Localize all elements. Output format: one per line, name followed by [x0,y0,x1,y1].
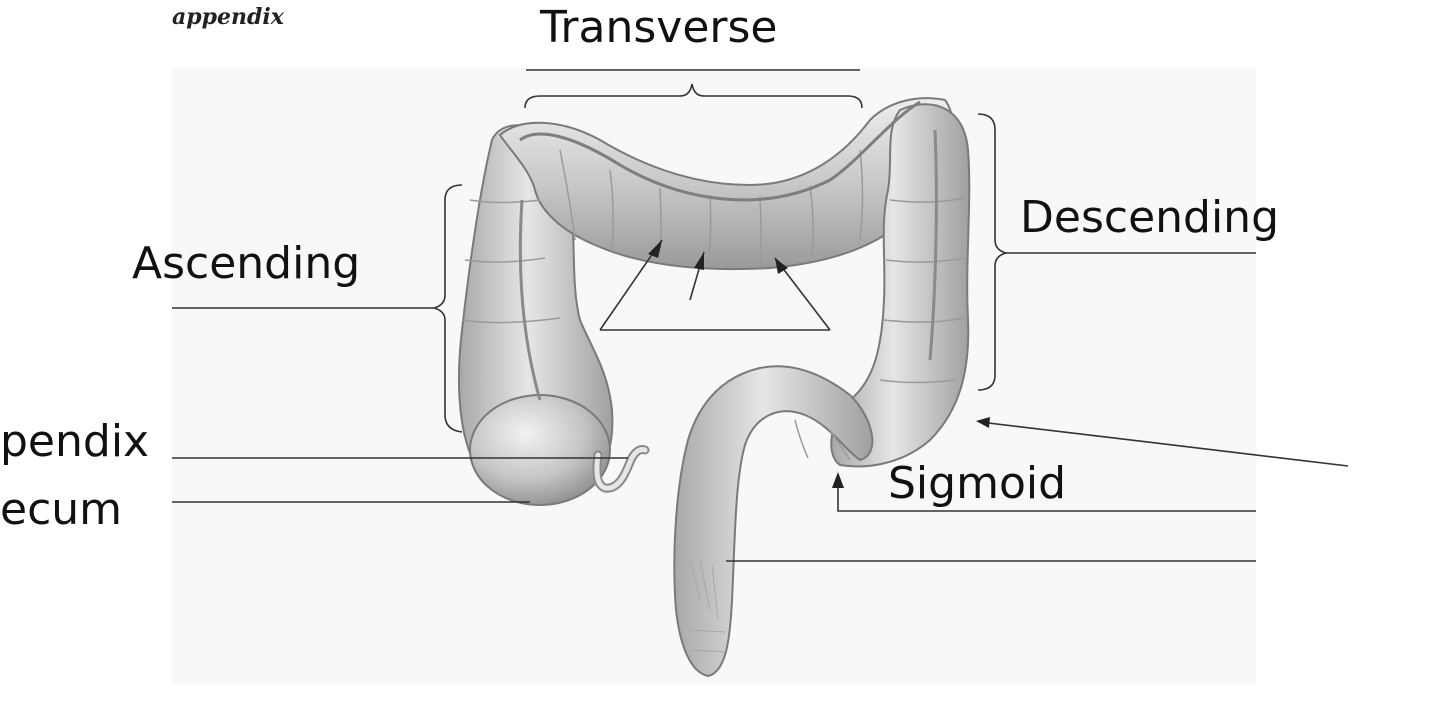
caption-text: appendix [172,4,284,30]
arrowhead-right [775,258,788,274]
label-ascending: Ascending [132,238,361,289]
arrowhead-middle [694,252,704,270]
label-descending: Descending [1020,192,1279,243]
sigmoid-colon [673,365,874,678]
label-appendix: pendix [0,416,150,467]
cecum-shape [469,394,611,506]
rectum-texture [689,559,726,653]
arrowhead-sigmoid [832,472,844,488]
sigmoid-leader-line [837,478,1256,512]
arrowheads [648,240,990,488]
transverse-bracket [524,83,863,109]
arrowhead-right-pointer [976,417,990,428]
taenia-band [519,100,921,202]
haustra-markings [461,149,967,461]
label-transverse: Transverse [540,2,778,53]
descending-bracket [977,113,1010,391]
arrowhead-left [648,240,662,258]
label-sigmoid: Sigmoid [888,458,1067,509]
right-pointer-line [979,421,1349,467]
label-cecum: ecum [0,484,123,535]
colon-illustration [457,97,971,678]
ascending-bracket [430,184,463,433]
annotation-lines [172,69,1349,562]
descending-colon [830,103,971,468]
